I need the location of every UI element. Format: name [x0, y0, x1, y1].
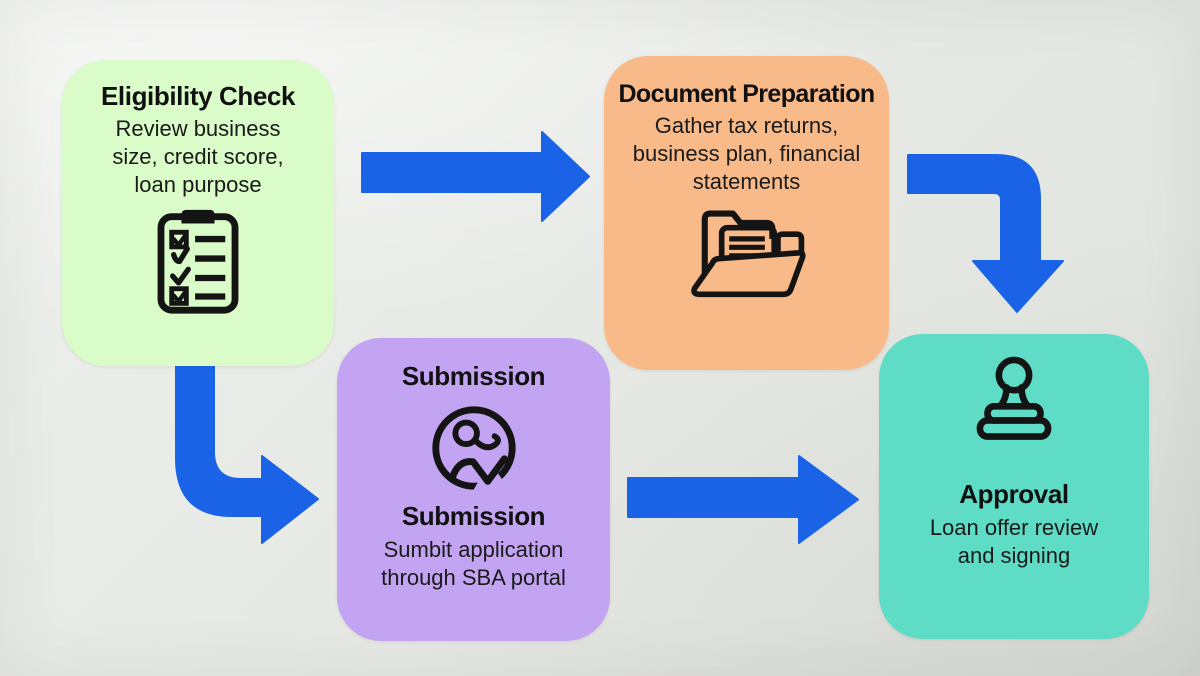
step-heading: Submission: [401, 361, 546, 391]
step-description: Review business size, credit score, loan…: [112, 115, 284, 197]
person-circle-icon: [425, 399, 523, 502]
arrow-document-to-approval: [907, 154, 1064, 313]
arrow-eligibility-to-document: [361, 131, 590, 222]
step-description: Gather tax returns, business plan, finan…: [632, 112, 861, 194]
step-title: Approval: [959, 479, 1069, 509]
step-title: Eligibility Check: [100, 81, 296, 111]
step-approval: Approval Loan offer review and signing: [879, 334, 1149, 639]
checklist-clipboard-icon: [154, 204, 242, 316]
step-title: Document Preparation: [618, 80, 875, 108]
step-description: Sumbit application through SBA portal: [381, 536, 566, 590]
step-document-preparation: Document Preparation Gather tax returns,…: [604, 56, 889, 370]
step-eligibility-check: Eligibility Check Review business size, …: [62, 60, 334, 366]
arrow-submission-to-approval: [627, 455, 859, 544]
step-title: Submission: [401, 500, 546, 531]
step-submission: Submission Submission Sumbit application…: [337, 338, 610, 641]
step-description: Loan offer review and signing: [929, 514, 1099, 568]
folder-icon: [686, 203, 808, 302]
stamp-icon: [962, 352, 1066, 454]
arrow-eligibility-to-submission: [175, 361, 319, 544]
